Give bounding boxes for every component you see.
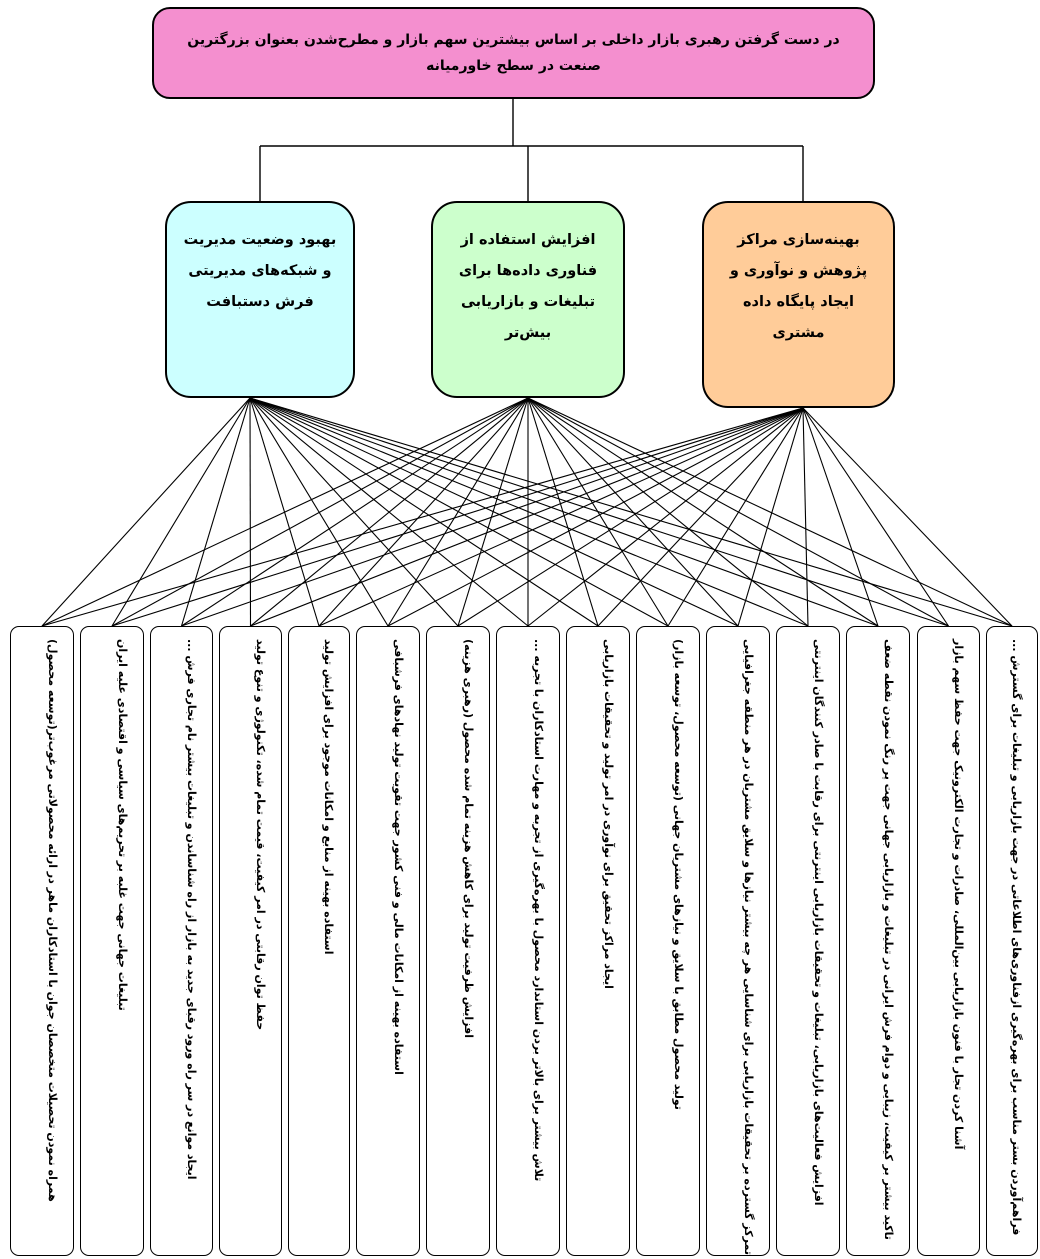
criterion-research-centers-box: بهینه‌سازی مراکز پژوهش و نوآوری و ایجاد … <box>702 201 895 408</box>
criterion-alternative-link <box>737 407 804 627</box>
criterion-alternative-link <box>387 407 804 627</box>
alternative-text: افزایش ظرفیت تولید برای کاهش هزینه تمام … <box>462 639 475 1038</box>
alternative-box: افزایش فعالیت‌های بازاریابی، تبلیغات و ت… <box>776 626 840 1256</box>
criterion-alternative-link <box>527 397 739 627</box>
criterion-research-centers-text: بهینه‌سازی مراکز پژوهش و نوآوری و ایجاد … <box>729 232 868 341</box>
alternative-text: تلاش بیشتر برای بالاتر بردن استاندارد مح… <box>532 639 545 1182</box>
criterion-alternative-link <box>249 397 879 627</box>
criterion-alternative-link <box>249 397 252 627</box>
goal-text: در دست گرفتن رهبری بازار داخلی بر اساس ب… <box>187 32 840 74</box>
alternative-box: حفظ توان رقابتی در امر کیفیت، قیمت تمام … <box>219 626 282 1256</box>
alternative-box: تولید محصول مطابق با سلایق و نیازهای مشت… <box>636 626 700 1256</box>
criterion-alternative-link <box>41 397 529 627</box>
criterion-alternative-link <box>111 407 804 627</box>
alternative-box: استفاده بهینه از امکانات مالی و فنی کشور… <box>356 626 420 1256</box>
alternative-text: استفاده بهینه از منابع و امکانات موجود ب… <box>322 639 335 955</box>
alternative-text: تاکید بیشتر بر کیفیت، زیبایی و دوام فرش … <box>882 639 895 1240</box>
criterion-alternative-link <box>249 397 809 627</box>
criterion-alternative-link <box>387 397 529 627</box>
alternative-text: حفظ توان رقابتی در امر کیفیت، قیمت تمام … <box>254 639 267 1031</box>
criterion-alternative-link <box>802 407 809 627</box>
alternative-box: همراه نمودن تحصیلات متخصصان جوان با استا… <box>10 626 74 1256</box>
criterion-alternative-link <box>527 397 669 627</box>
alternative-box: تمرکز گسترده بر تحقیقات بازاریابی برای ش… <box>706 626 770 1256</box>
criterion-alternative-link <box>249 397 739 627</box>
alternative-box: استفاده بهینه از منابع و امکانات موجود ب… <box>288 626 350 1256</box>
alternative-box: تلاش بیشتر برای بالاتر بردن استاندارد مح… <box>496 626 560 1256</box>
criterion-management-text: بهبود وضعیت مدیریت و شبکه‌های مدیریتی فر… <box>183 232 337 310</box>
criterion-alternative-link <box>318 397 529 627</box>
criterion-alternative-link <box>802 407 1013 627</box>
criterion-alternative-link <box>457 407 804 627</box>
criterion-data-technology-text: افزایش استفاده از فناوری داده‌ها برای تب… <box>458 232 598 341</box>
alternative-text: تمرکز گسترده بر تحقیقات بازاریابی برای ش… <box>742 639 755 1255</box>
criterion-alternative-link <box>597 407 804 627</box>
criterion-alternative-link <box>180 397 251 627</box>
alternative-box: ایجاد موانع در سر راه ورود رقبای جدید به… <box>150 626 213 1256</box>
criterion-alternative-link <box>457 397 529 627</box>
criterion-alternative-link <box>802 407 949 627</box>
criterion-alternative-link <box>802 407 879 627</box>
alternative-box: تبلیغات جهانی جهت غلبه بر تحریم‌های سیاس… <box>80 626 144 1256</box>
criterion-alternative-link <box>181 397 529 627</box>
alternative-text: فراهم‌آوردن بستر مناسب برای بهره‌گیری از… <box>1010 639 1023 1236</box>
alternative-text: استفاده بهینه از امکانات مالی و فنی کشور… <box>392 639 405 1075</box>
alternative-text: تولید محصول مطابق با سلایق و نیازهای مشت… <box>672 639 685 1110</box>
criterion-data-technology-box: افزایش استفاده از فناوری داده‌ها برای تب… <box>431 201 625 398</box>
criterion-alternative-link <box>249 397 669 627</box>
alternative-text: همراه نمودن تحصیلات متخصصان جوان با استا… <box>46 639 59 1202</box>
alternative-box: آشنا کردن تجار با فنون بازاریابی بین‌الم… <box>917 626 980 1256</box>
criterion-alternative-link <box>250 397 529 627</box>
goal-box: در دست گرفتن رهبری بازار داخلی بر اساس ب… <box>152 7 875 99</box>
criterion-alternative-link <box>41 397 251 627</box>
criterion-alternative-link <box>667 407 804 627</box>
alternative-box: تاکید بیشتر بر کیفیت، زیبایی و دوام فرش … <box>846 626 910 1256</box>
criterion-alternative-link <box>249 397 1013 627</box>
alternative-text: افزایش فعالیت‌های بازاریابی، تبلیغات و ت… <box>812 639 825 1206</box>
criterion-alternative-link <box>181 407 804 627</box>
criterion-management-box: بهبود وضعیت مدیریت و شبکه‌های مدیریتی فر… <box>165 201 355 398</box>
criterion-alternative-link <box>527 397 599 627</box>
alternative-box: ایجاد مراکز تحقیق برای نوآوری در امر تول… <box>566 626 630 1256</box>
alternative-box: افزایش ظرفیت تولید برای کاهش هزینه تمام … <box>426 626 490 1256</box>
alternative-text: ایجاد موانع در سر راه ورود رقبای جدید به… <box>185 639 198 1180</box>
criterion-alternative-link <box>527 397 1013 627</box>
criterion-alternative-link <box>111 397 529 627</box>
criterion-alternative-link <box>527 397 879 627</box>
criterion-alternative-link <box>111 397 251 627</box>
criterion-alternative-link <box>249 397 949 627</box>
criterion-alternative-link <box>41 407 804 627</box>
criterion-alternative-link <box>527 407 804 627</box>
criterion-alternative-link <box>250 407 804 627</box>
alternative-text: آشنا کردن تجار با فنون بازاریابی بین‌الم… <box>952 639 965 1150</box>
alternative-text: ایجاد مراکز تحقیق برای نوآوری در امر تول… <box>602 639 615 989</box>
criterion-alternative-link <box>318 407 804 627</box>
alternative-box: فراهم‌آوردن بستر مناسب برای بهره‌گیری از… <box>986 626 1038 1256</box>
alternative-text: تبلیغات جهانی جهت غلبه بر تحریم‌های سیاس… <box>116 639 129 1011</box>
criterion-alternative-link <box>527 397 809 627</box>
